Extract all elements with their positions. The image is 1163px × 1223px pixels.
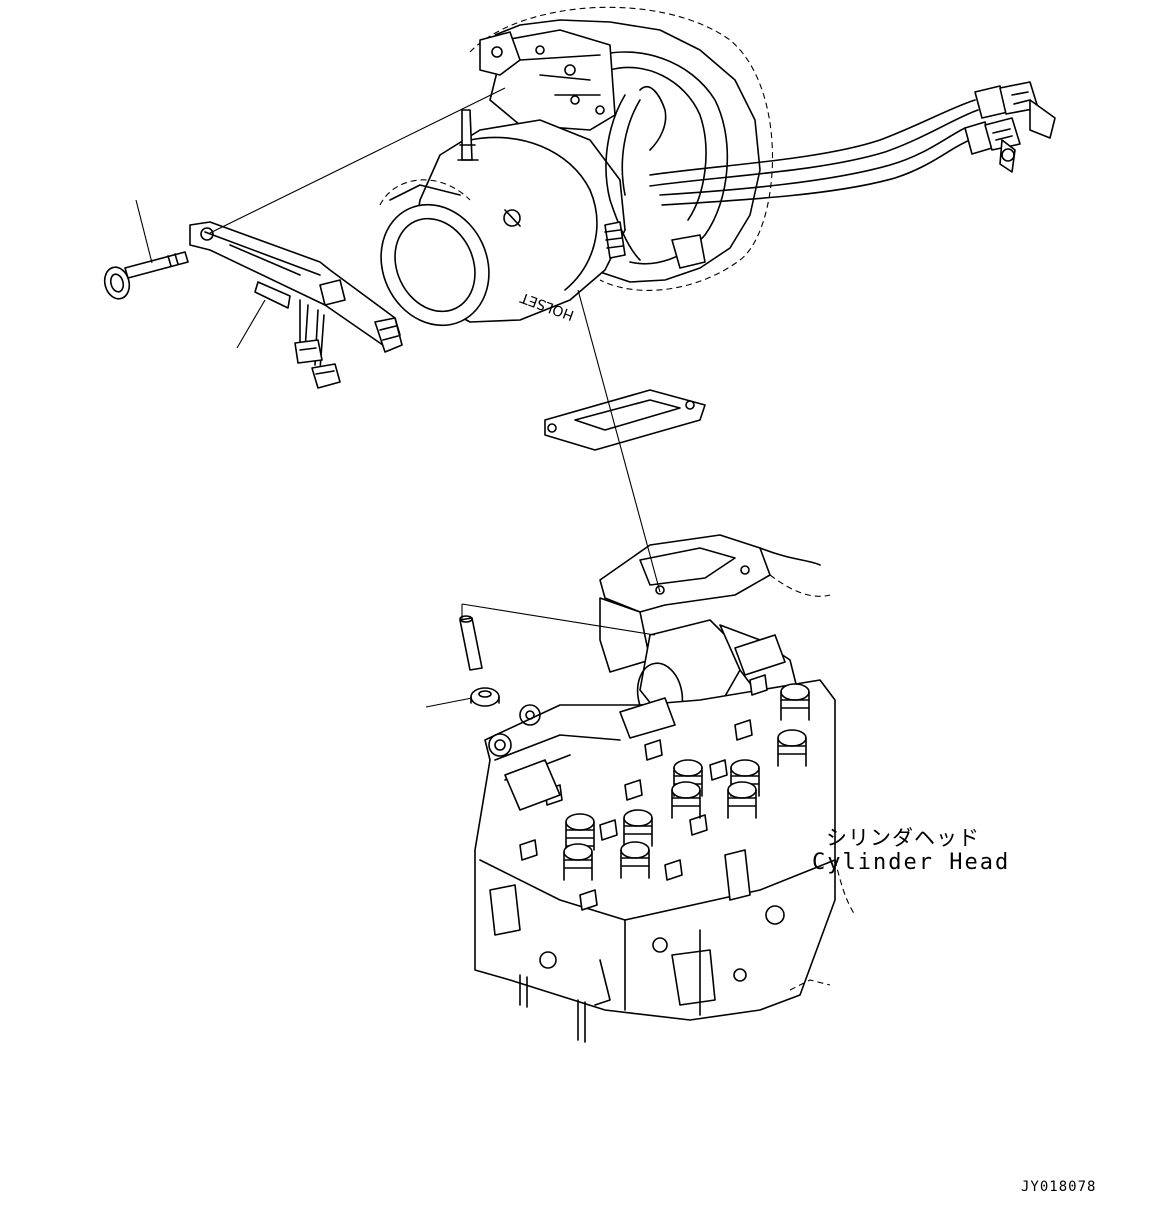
- leader-lines: [135, 87, 661, 708]
- flange-bolt: [103, 251, 189, 300]
- valve-springs: [563, 683, 810, 881]
- turbo-gasket: [544, 389, 706, 451]
- turbocharger: HOLSET: [379, 6, 773, 327]
- cylinder-head: [474, 534, 856, 1043]
- washer: [470, 687, 500, 707]
- drawing-number: JY018078: [1021, 1179, 1097, 1195]
- dowel-pin: [459, 615, 483, 671]
- head-bolts: [519, 674, 768, 911]
- cylinder-head-label-jp: シリンダヘッド: [826, 826, 980, 850]
- harness-bracket: [189, 221, 403, 389]
- sensor-cables: [649, 81, 1056, 206]
- cylinder-head-label-en: Cylinder Head: [812, 850, 1011, 875]
